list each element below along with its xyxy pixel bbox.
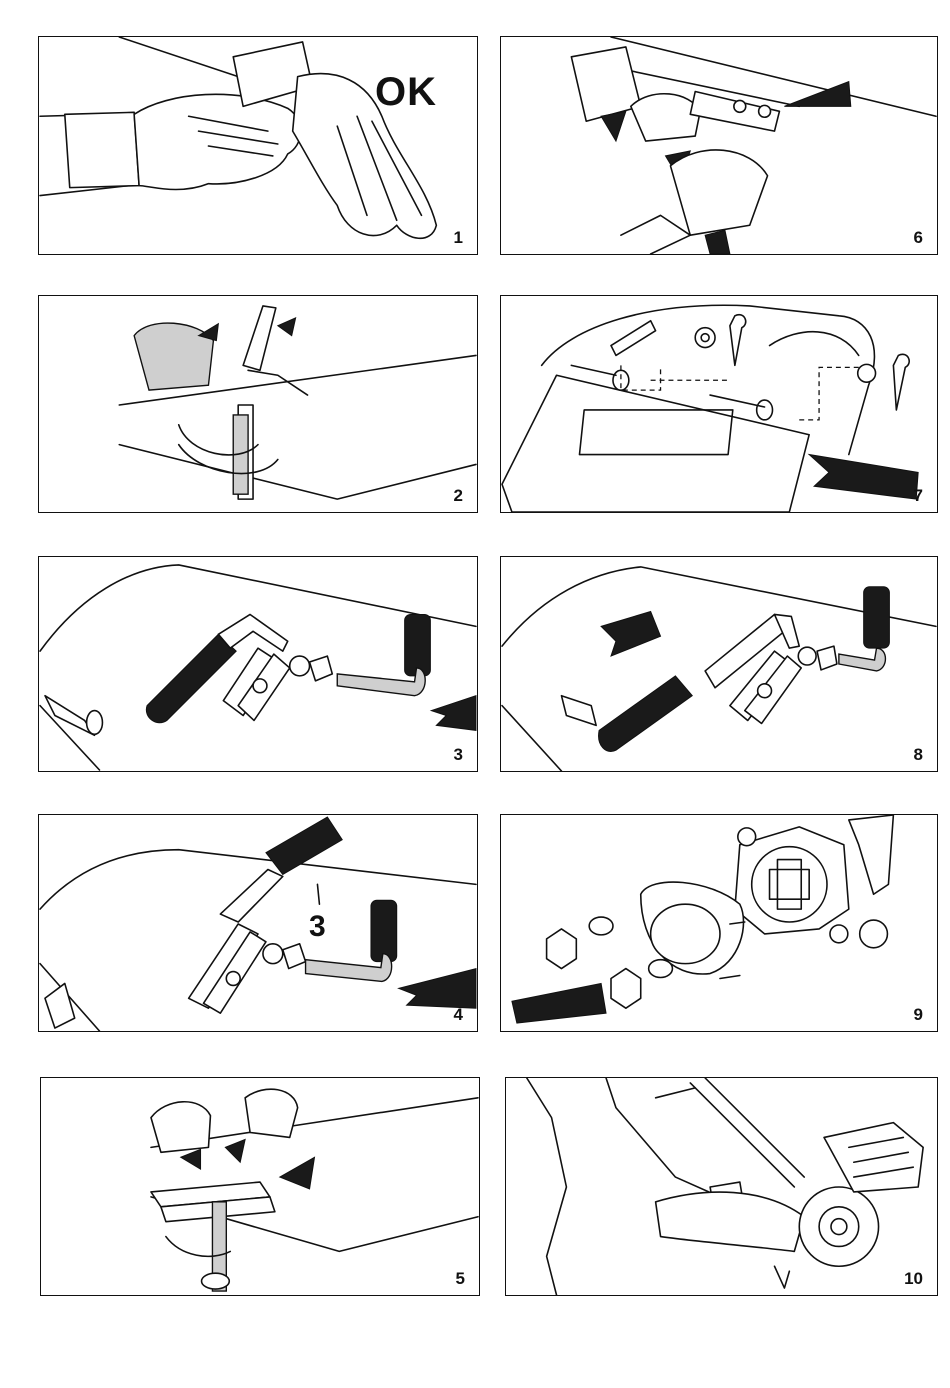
panel-5-lever-adjust: 5 bbox=[40, 1077, 480, 1296]
panel-2-wrench-bolt: 2 bbox=[38, 295, 478, 513]
panel-number: 10 bbox=[904, 1269, 923, 1289]
panel-8-handle-push: 8 bbox=[500, 556, 938, 772]
panel-number: 4 bbox=[454, 1005, 463, 1025]
panel-number: 2 bbox=[454, 486, 463, 506]
gear-housing-illustration bbox=[501, 815, 937, 1031]
panel-number: 8 bbox=[914, 745, 923, 765]
ok-label: OK bbox=[375, 70, 437, 115]
hitch-bolt-illustration bbox=[501, 37, 937, 254]
panel-1-gloves: OK 1 bbox=[38, 36, 478, 255]
lever-adjust-illustration bbox=[41, 1078, 479, 1295]
panel-number: 5 bbox=[456, 1269, 465, 1289]
panel-10-operator: 10 bbox=[505, 1077, 938, 1296]
panel-7-cover-hinge: 7 bbox=[500, 295, 938, 513]
operator-tiller-illustration bbox=[506, 1078, 937, 1295]
clamp-handle-illustration bbox=[39, 557, 477, 771]
panel-number: 1 bbox=[454, 228, 463, 248]
panel-number: 3 bbox=[454, 745, 463, 765]
clamp-handle-mounted-illustration bbox=[39, 815, 477, 1031]
wrench-illustration bbox=[39, 296, 477, 512]
panel-9-gear-housing: 9 bbox=[500, 814, 938, 1032]
panel-number: 9 bbox=[914, 1005, 923, 1025]
panel-3-handle-assembly: 3 bbox=[38, 556, 478, 772]
handle-push-illustration bbox=[501, 557, 937, 771]
cover-hinge-illustration bbox=[501, 296, 937, 512]
panel-number: 7 bbox=[914, 486, 923, 506]
panel-4-handle-mounted: 3 4 bbox=[38, 814, 478, 1032]
panel-number: 6 bbox=[914, 228, 923, 248]
callout-number: 3 bbox=[309, 910, 326, 944]
panel-6-hitch-bolt: 6 bbox=[500, 36, 938, 255]
